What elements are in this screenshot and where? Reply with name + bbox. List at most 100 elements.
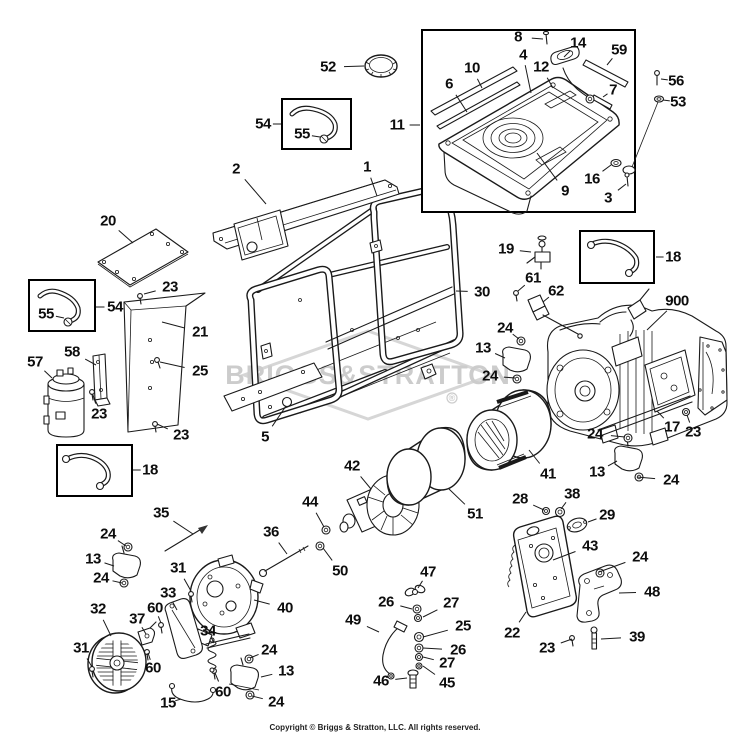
leader-line xyxy=(159,361,185,368)
leader-line xyxy=(531,37,544,40)
registered-mark: ® xyxy=(449,393,456,403)
leader-line xyxy=(143,290,156,295)
callout-13: 13 xyxy=(278,662,294,680)
callout-7: 7 xyxy=(609,81,617,99)
part-small-bracket-58 xyxy=(92,353,111,407)
leader-line xyxy=(503,376,516,379)
callout-52: 52 xyxy=(320,58,336,76)
part-rotor-sleeve xyxy=(386,426,466,506)
leader-line xyxy=(118,230,134,244)
inset-box-hose-left xyxy=(28,279,96,332)
callout-13: 13 xyxy=(589,463,605,481)
callout-55: 55 xyxy=(38,305,54,323)
callout-5: 5 xyxy=(261,428,269,446)
leader-line xyxy=(55,315,65,319)
callout-35: 35 xyxy=(153,504,169,522)
part-stator xyxy=(466,389,552,471)
leader-line xyxy=(366,625,380,633)
leader-line xyxy=(161,321,185,329)
part-ground-wire-49 xyxy=(382,620,408,680)
callout-23: 23 xyxy=(539,639,555,657)
part-wire-15 xyxy=(168,682,217,703)
part-rotor xyxy=(339,474,420,536)
leader-line xyxy=(311,135,321,138)
leader-line xyxy=(422,629,448,638)
callout-55: 55 xyxy=(294,125,310,143)
leader-line xyxy=(253,599,270,605)
leader-line xyxy=(260,673,273,678)
callout-6: 6 xyxy=(445,75,453,93)
callout-26: 26 xyxy=(450,641,466,659)
callout-45: 45 xyxy=(439,674,455,692)
leader-line xyxy=(542,296,550,303)
part-canister xyxy=(43,367,85,438)
callout-14: 14 xyxy=(570,34,586,52)
callout-40: 40 xyxy=(277,599,293,617)
callout-51: 51 xyxy=(467,505,483,523)
callout-26: 26 xyxy=(378,593,394,611)
callout-30: 30 xyxy=(474,283,490,301)
part-fuel-tank xyxy=(438,76,620,215)
callout-42: 42 xyxy=(344,457,360,475)
callout-50: 50 xyxy=(332,562,348,580)
leader-line xyxy=(536,152,558,181)
leader-line xyxy=(656,410,665,419)
leader-line xyxy=(400,605,413,610)
part-engine xyxy=(546,288,728,447)
part-exhaust-gasket xyxy=(566,517,588,533)
callout-54: 54 xyxy=(107,298,123,316)
leader-line xyxy=(422,647,443,650)
leader-line xyxy=(600,637,622,640)
callout-12: 12 xyxy=(533,58,549,76)
callout-49: 49 xyxy=(345,611,361,629)
callout-61: 61 xyxy=(525,269,541,287)
leader-line xyxy=(360,476,372,490)
callout-23: 23 xyxy=(162,278,178,296)
callout-57: 57 xyxy=(27,353,43,371)
callout-9: 9 xyxy=(561,182,569,200)
leader-line xyxy=(249,653,259,659)
callout-15: 15 xyxy=(160,694,176,712)
part-fan-grille xyxy=(87,632,147,694)
leader-line xyxy=(278,542,288,555)
part-base-plate xyxy=(97,228,189,288)
leader-line xyxy=(662,99,670,102)
callout-24: 24 xyxy=(261,641,277,659)
leader-line xyxy=(92,394,97,404)
leader-line xyxy=(494,353,506,359)
callout-46: 46 xyxy=(373,672,389,690)
leader-line xyxy=(173,520,194,535)
leader-line xyxy=(660,78,668,81)
callout-24: 24 xyxy=(497,319,513,337)
callout-53: 53 xyxy=(670,93,686,111)
leader-line xyxy=(141,627,147,635)
leader-line xyxy=(587,518,597,523)
callout-43: 43 xyxy=(582,537,598,555)
callout-24: 24 xyxy=(268,693,284,711)
leader-line xyxy=(172,602,178,611)
leader-line xyxy=(636,476,656,480)
callout-54: 54 xyxy=(255,115,271,133)
part-bolt-39 xyxy=(590,626,598,650)
leader-line xyxy=(112,580,123,584)
leader-line xyxy=(552,551,576,561)
leader-line xyxy=(598,561,626,573)
leader-line xyxy=(210,637,215,644)
callout-21: 21 xyxy=(192,323,208,341)
part-ground-stud-hardware xyxy=(404,584,426,689)
part-fuel-cap xyxy=(364,54,398,78)
callout-25: 25 xyxy=(455,617,471,635)
leader-line xyxy=(512,333,520,340)
leader-line xyxy=(646,310,668,331)
callout-24: 24 xyxy=(632,548,648,566)
callout-23: 23 xyxy=(173,426,189,444)
inset-box-hose-right xyxy=(579,230,655,284)
leader-line xyxy=(117,540,127,547)
leader-line xyxy=(84,358,97,366)
leader-line xyxy=(519,250,532,253)
leader-line xyxy=(476,78,483,89)
leader-line xyxy=(157,616,162,624)
leader-line xyxy=(606,57,613,66)
callout-62: 62 xyxy=(548,282,564,300)
